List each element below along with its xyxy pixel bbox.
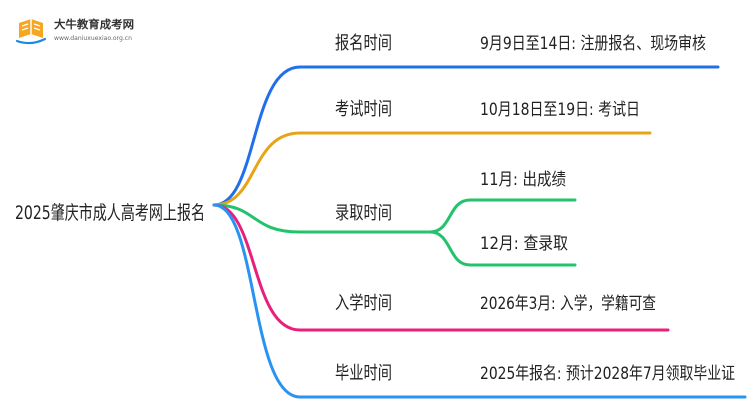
branch-detail-signup: 9月9日至14日: 注册报名、现场审核	[480, 34, 706, 54]
branch-enrollment: 入学时间 2026年3月: 入学，学籍可查	[212, 203, 670, 332]
branch-connector-enrollment	[212, 203, 670, 332]
logo-name: 大牛教育成考网	[54, 17, 134, 31]
logo-url: www.daniuxuexiao.org.cn	[54, 34, 132, 42]
branch-label-admission: 录取时间	[335, 203, 392, 224]
branch-admission: 录取时间 11月: 出成绩 12月: 查录取	[212, 170, 577, 267]
branch-connector-admission	[212, 203, 432, 234]
branch-label-graduation: 毕业时间	[335, 363, 392, 384]
branch-signup: 报名时间 9月9日至14日: 注册报名、现场审核	[212, 33, 720, 207]
branch-detail-graduation: 2025年报名: 预计2028年7月领取毕业证	[480, 364, 735, 384]
branch-connector-exam	[212, 131, 652, 207]
branch-label-exam: 考试时间	[335, 99, 392, 120]
branch-connector-signup	[212, 65, 720, 207]
sub-connector-enrollment-check	[428, 230, 577, 267]
book-logo-icon	[15, 19, 47, 45]
branch-detail-results: 11月: 出成绩	[480, 170, 566, 190]
branch-graduation: 毕业时间 2025年报名: 预计2028年7月领取毕业证	[212, 203, 747, 399]
logo: 大牛教育成考网 www.daniuxuexiao.org.cn	[15, 17, 134, 45]
sub-connector-results	[428, 198, 577, 234]
root-node-title: 2025肇庆市成人高考网上报名	[15, 202, 205, 224]
branch-connector-graduation	[212, 203, 747, 399]
branch-label-signup: 报名时间	[335, 33, 392, 54]
branch-detail-enrollment-check: 12月: 查录取	[480, 234, 568, 254]
branch-detail-enrollment: 2026年3月: 入学，学籍可查	[480, 294, 656, 314]
branch-detail-exam: 10月18日至19日: 考试日	[480, 100, 640, 120]
branch-exam: 考试时间 10月18日至19日: 考试日	[212, 99, 652, 207]
branch-label-enrollment: 入学时间	[335, 293, 392, 314]
